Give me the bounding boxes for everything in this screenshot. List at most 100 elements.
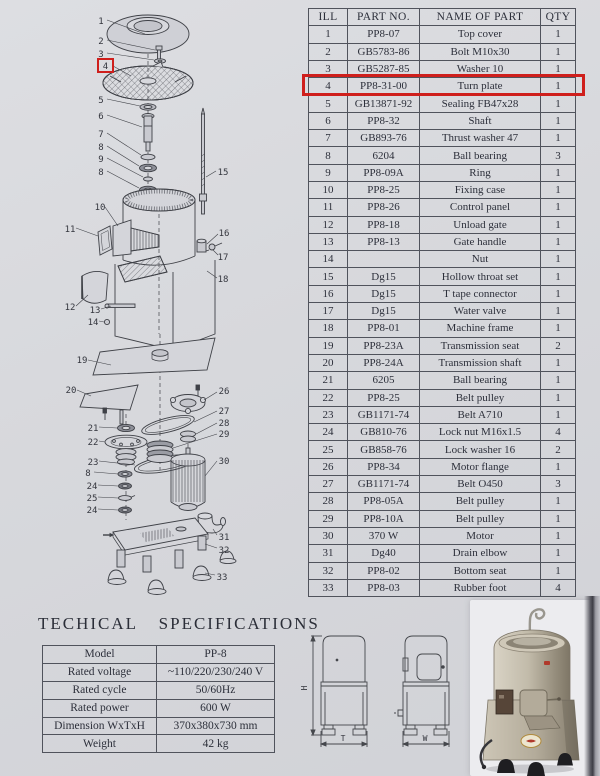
- part-ball-bearing: [117, 423, 135, 433]
- table-cell: 23: [308, 405, 348, 425]
- table-cell: PP8-25: [347, 388, 420, 407]
- table-cell: GB893-76: [347, 129, 420, 148]
- col-header-ill: ILL: [308, 7, 348, 27]
- table-cell: 1: [540, 388, 576, 407]
- table-cell: 32: [308, 561, 348, 580]
- table-cell: PP8-01: [347, 319, 420, 338]
- diagram-label: 30: [219, 457, 230, 467]
- diagram-label: 28: [219, 419, 230, 429]
- table-cell: Dg40: [347, 544, 420, 563]
- table-cell: Ring: [419, 163, 541, 182]
- table-cell: 4: [308, 77, 348, 96]
- table-cell: 9: [308, 163, 348, 182]
- dimension-drawings: H T W: [300, 634, 451, 747]
- part-transmission-seat: [92, 337, 216, 376]
- table-cell: PP8-03: [347, 578, 420, 598]
- table-cell: Belt pulley: [419, 509, 541, 528]
- table-cell: 17: [308, 302, 348, 321]
- table-cell: Rated voltage: [42, 662, 157, 682]
- table-cell: Rated power: [42, 698, 157, 718]
- table-cell: PP8-09A: [347, 163, 420, 182]
- table-cell: 12: [308, 215, 348, 234]
- part-belt-pulley-grooved: [146, 440, 174, 463]
- exploded-diagram: 1 2 3 4 5 6 7 8 9 8 15 10 11 16 17 18 12…: [65, 14, 237, 595]
- table-cell: Rubber foot: [419, 578, 541, 598]
- table-cell: 15: [308, 267, 348, 286]
- part-hollow-throat-set: [199, 107, 207, 215]
- table-cell: Motor flange: [419, 457, 541, 477]
- diagram-label: 8: [98, 143, 103, 153]
- table-cell: GB858-76: [347, 440, 420, 459]
- table-cell: Water valve: [419, 302, 541, 321]
- table-cell: PP8-31-00: [347, 77, 420, 96]
- table-cell: 13: [308, 232, 348, 252]
- table-cell: Belt O450: [419, 475, 541, 494]
- table-cell: GB13871-92: [347, 94, 420, 113]
- diagram-label: 27: [219, 407, 230, 417]
- table-cell: 31: [308, 544, 348, 563]
- part-drum: [122, 188, 196, 266]
- part-thrust-washer: [140, 153, 156, 161]
- table-cell: Lock washer 16: [419, 440, 541, 459]
- diagram-label: 16: [219, 229, 230, 239]
- table-cell: Shaft: [419, 111, 541, 131]
- table-cell: T tape connector: [419, 284, 541, 304]
- table-cell: 19: [308, 336, 348, 355]
- part-nut: [103, 318, 111, 326]
- scan-edge-shadow: [584, 596, 600, 776]
- diagram-label: 11: [65, 225, 76, 235]
- diagram-label: 20: [66, 386, 77, 396]
- photo-machine: [479, 608, 580, 776]
- diagram-label: 31: [219, 533, 230, 543]
- table-cell: Dg15: [347, 267, 420, 286]
- product-photo: [470, 600, 596, 776]
- table-cell: PP-8: [156, 645, 275, 664]
- table-cell: PP8-07: [347, 25, 420, 44]
- part-ball-bearing: [117, 470, 133, 478]
- dim-label-height: H: [300, 685, 309, 690]
- table-cell: 370 W: [347, 526, 420, 546]
- table-cell: Fixing case: [419, 180, 541, 200]
- diagram-label: 22: [88, 438, 99, 448]
- part-lock-nut: [118, 506, 132, 514]
- table-cell: 2: [308, 42, 348, 61]
- table-cell: 1: [540, 319, 576, 338]
- table-cell: 1: [540, 77, 576, 96]
- diagram-label: 8: [98, 168, 103, 178]
- leader-lines: [75, 19, 219, 576]
- table-cell: 14: [308, 250, 348, 269]
- diagram-label: 13: [90, 306, 101, 316]
- table-cell: Unload gate: [419, 215, 541, 234]
- diagram-label: 33: [217, 573, 228, 583]
- table-cell: 24: [308, 423, 348, 442]
- table-cell: PP8-05A: [347, 492, 420, 511]
- diagram-label: 5: [98, 96, 103, 106]
- table-cell: 4: [540, 578, 576, 598]
- part-t-tape-connector: [196, 238, 207, 253]
- table-cell: PP8-18: [347, 215, 420, 234]
- part-machine-frame: [114, 255, 216, 351]
- table-cell: 1: [540, 544, 576, 563]
- photo-door: [519, 689, 548, 717]
- table-cell: PP8-13: [347, 232, 420, 252]
- part-sealing: [139, 103, 157, 111]
- part-ring: [143, 176, 153, 182]
- diagram-label: 23: [88, 458, 99, 468]
- part-control-panel: [97, 225, 113, 256]
- table-cell: PP8-02: [347, 561, 420, 580]
